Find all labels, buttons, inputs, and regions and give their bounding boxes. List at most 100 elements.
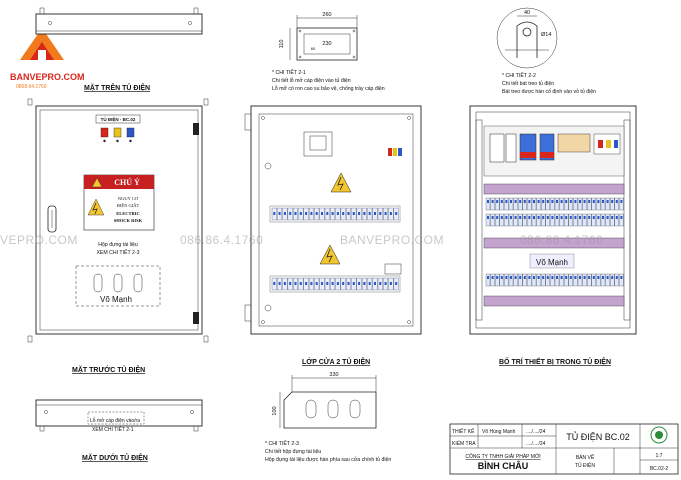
bottom-view: Lỗ mở cáp điện vào/ra XEM CHI TIẾT 2-1 M… (35, 399, 203, 462)
terminal-module (485, 213, 491, 227)
terminal-module (573, 213, 578, 227)
terminal-module (518, 213, 523, 227)
bottom-view-label: MẶT DƯỚI TỦ ĐIỆN (82, 453, 148, 462)
detail-2-3: 330 100 * CHI TIẾT 2-3 Chi tiết hộp đựng… (265, 372, 391, 463)
drawing-title: TỦ ĐIỆN BC.02 (566, 431, 630, 442)
terminal-module (568, 197, 573, 211)
detail-21-inner: 230 (322, 41, 331, 47)
terminal-module (545, 273, 550, 287)
main-breaker-1 (489, 133, 505, 163)
terminal-module (591, 197, 596, 211)
terminal-module (536, 213, 541, 227)
company-name: BÌNH CHÂU (478, 460, 529, 471)
terminal-module (582, 197, 587, 211)
top-view: MẶT TRÊN TỦ ĐIỆN (35, 7, 203, 92)
terminal-module (596, 273, 601, 287)
front-view: TỦ ĐIỆN - BC.02 CHÚ Ý NGUY CƠ ĐIỆN GIẬT … (27, 98, 209, 374)
terminal-module (600, 197, 606, 211)
terminal-module (518, 197, 523, 211)
red-lamp (100, 127, 109, 138)
document-box (283, 391, 377, 429)
front-view-label: MẶT TRƯỚC TỦ ĐIỆN (72, 365, 145, 374)
terminal-module (499, 213, 504, 227)
terminal-module (577, 273, 583, 287)
title-block: THIẾT KẾ Võ Hùng Mạnh ..../..../24 KIỂM … (449, 423, 679, 475)
detail-23-line-1: Chi tiết hộp đựng tài liệu (265, 449, 321, 455)
terminal-module (522, 273, 527, 287)
top-view-outline (35, 13, 203, 35)
warning-title: CHÚ Ý (114, 177, 140, 187)
terminal-module (513, 273, 518, 287)
terminal-module (513, 197, 518, 211)
detail-22-hole: Ø14 (541, 32, 551, 38)
watermark-center: BANVEPRO.COM (340, 233, 444, 247)
terminal-module (596, 197, 601, 211)
terminal-module (550, 273, 555, 287)
bottom-hinge (193, 312, 199, 324)
terminal-module (577, 197, 583, 211)
terminal-module (541, 273, 546, 287)
wire-duct-1 (483, 183, 625, 195)
designed-label: THIẾT KẾ (452, 428, 475, 435)
terminal-module (495, 273, 500, 287)
terminal-module (573, 273, 578, 287)
terminal-module (600, 273, 606, 287)
scale-value: 1:7 (656, 453, 663, 459)
terminal-module (518, 273, 523, 287)
detail-22-width: 40 (524, 10, 530, 16)
detail-23-height: 100 (272, 406, 278, 415)
terminal-module (568, 273, 573, 287)
terminal-module (614, 213, 619, 227)
detail-22-circle (496, 7, 558, 69)
terminal-module (591, 213, 596, 227)
detail-22-line-2: Bát treo được hàn cố định vào vỏ tủ điện (502, 88, 596, 95)
terminal-module (614, 273, 619, 287)
logo-text: BANVEPRO.COM (10, 72, 85, 82)
terminal-module (568, 213, 573, 227)
bottom-cable-entry (87, 411, 145, 425)
terminal-module (605, 273, 610, 287)
terminal-module (554, 197, 560, 211)
detail-21-width: 260 (322, 12, 331, 18)
terminal-module (504, 197, 509, 211)
detail-23-line-2: Hộp đựng tài liệu được hàn phía sau cửa … (265, 456, 391, 463)
terminal-module (591, 273, 596, 287)
terminal-module (614, 197, 619, 211)
warning-line-2: ĐIỆN GIẬT (117, 203, 140, 208)
terminal-module (531, 197, 537, 211)
terminal-module (559, 273, 564, 287)
terminal-module (495, 197, 500, 211)
bottom-note-2: XEM CHI TIẾT 2-1 (92, 426, 134, 433)
terminal-module (554, 213, 560, 227)
bottom-note-1: Lỗ mở cáp điện vào/ra (90, 417, 140, 424)
terminal-module (504, 273, 509, 287)
terminal-module (495, 213, 500, 227)
detail-22-title: * CHI TIẾT 2-2 (502, 72, 536, 79)
terminal-module (554, 273, 560, 287)
terminal-module (545, 213, 550, 227)
logo-phone: 0868.64.1760 (16, 84, 47, 90)
terminal-module (531, 213, 537, 227)
company-line: CÔNG TY TNHH GIẢI PHÁP MỚI (465, 453, 540, 460)
terminal-group (557, 133, 591, 153)
terminal-module (582, 273, 587, 287)
detail-23-width: 330 (329, 372, 338, 378)
terminal-module (564, 197, 569, 211)
terminal-module (522, 197, 527, 211)
terminal-module (587, 213, 592, 227)
terminal-module (559, 213, 564, 227)
warning-line-4: SHOCK RISK (114, 218, 143, 223)
cable-entry-plate (296, 27, 358, 61)
terminal-module (527, 273, 532, 287)
company-logo-icon (650, 426, 668, 444)
terminal-module (573, 197, 578, 211)
watermark-band: VEPRO.COM 086.86.4.1760 BANVEPRO.COM 086… (0, 233, 603, 247)
terminal-module (610, 197, 615, 211)
wire-duct-3 (483, 295, 625, 307)
bottom-view-outline (35, 399, 203, 427)
pocket-label-1: Hộp đựng tài liệu (98, 242, 138, 248)
detail-22-line-1: Chi tiết bát treo tủ điện (502, 80, 554, 87)
terminal-module (564, 213, 569, 227)
hazard-icon-upper (330, 172, 352, 193)
